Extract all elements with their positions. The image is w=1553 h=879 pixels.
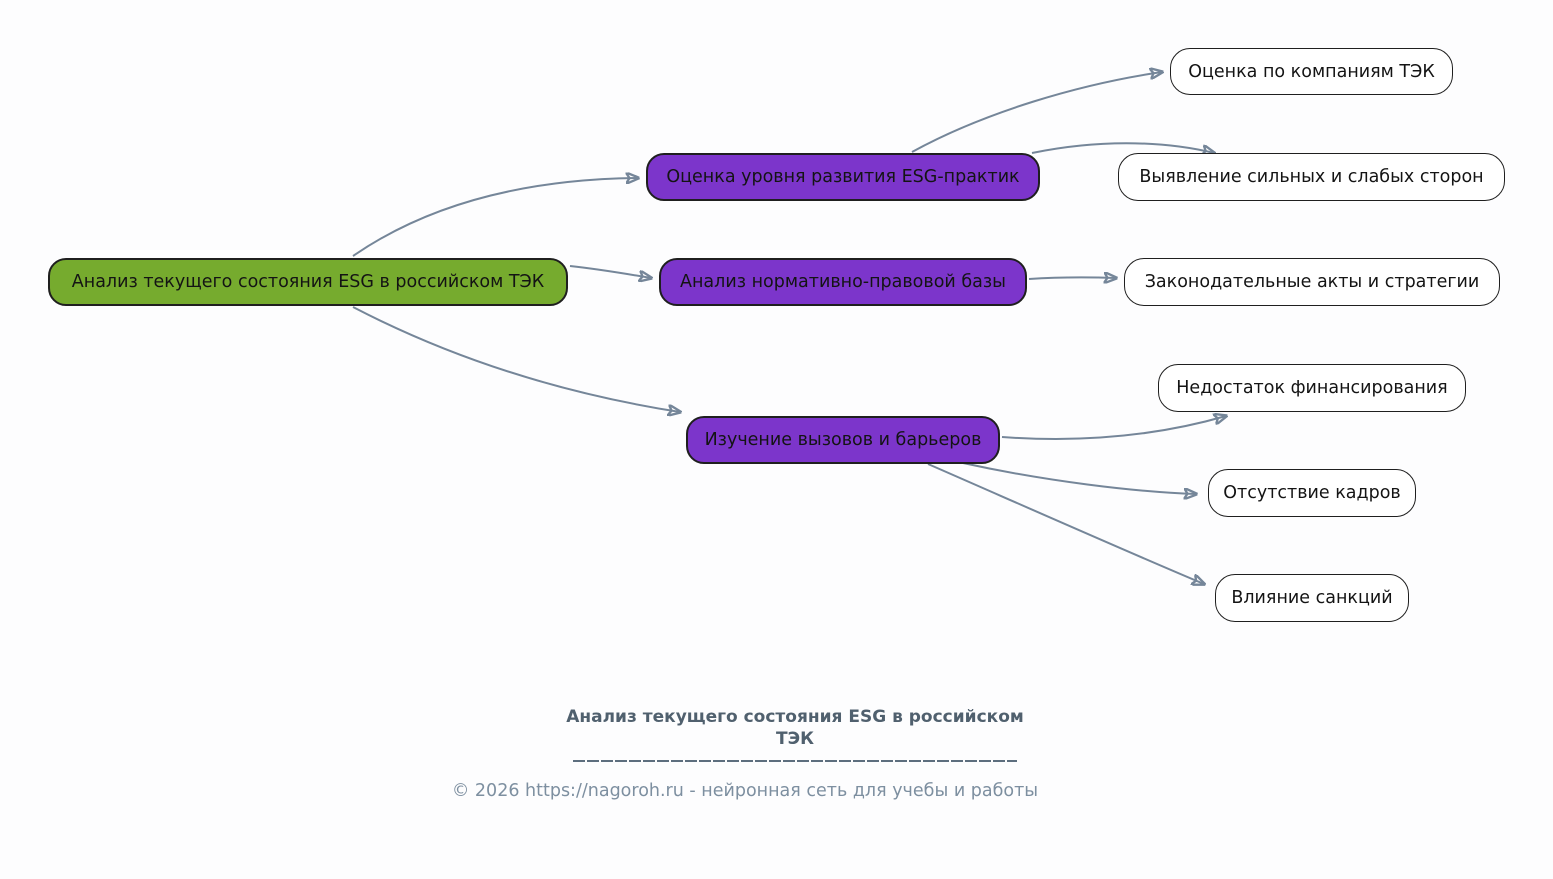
- edge-root-to-branch-esg-practices: [352, 178, 638, 257]
- leaf-legislative-acts-strategies: Законодательные акты и стратегии: [1124, 258, 1500, 306]
- leaf-funding-shortage: Недостаток финансирования: [1158, 364, 1466, 412]
- leaf-tek-companies-assessment: Оценка по компаниям ТЭК: [1170, 48, 1453, 95]
- edge-branch3-to-leaf-staff: [962, 462, 1196, 494]
- edge-branch3-to-leaf-sanctions: [927, 463, 1204, 584]
- footer-copyright: © 2026 https://nagoroh.ru - нейронная се…: [451, 781, 1039, 801]
- edge-branch1-to-leaf-companies: [911, 72, 1162, 153]
- edge-branch2-to-leaf-legislation: [1028, 277, 1116, 279]
- edge-branch1-to-leaf-strengths: [1031, 142, 1214, 153]
- footer-divider: [573, 760, 1017, 762]
- leaf-staff-shortage: Отсутствие кадров: [1208, 469, 1416, 517]
- branch-esg-practices-assessment: Оценка уровня развития ESG-практик: [646, 153, 1040, 201]
- edge-branch3-to-leaf-funding: [1001, 416, 1226, 440]
- leaf-strengths-weaknesses: Выявление сильных и слабых сторон: [1118, 153, 1505, 201]
- leaf-sanctions-impact: Влияние санкций: [1215, 574, 1409, 622]
- node-root: Анализ текущего состояния ESG в российск…: [48, 258, 568, 306]
- edge-root-to-branch-challenges: [352, 306, 680, 412]
- branch-challenges-barriers: Изучение вызовов и барьеров: [686, 416, 1000, 464]
- branch-regulatory-analysis: Анализ нормативно-правовой базы: [659, 258, 1027, 306]
- edge-root-to-branch-regulatory: [569, 265, 651, 278]
- footer-title: Анализ текущего состояния ESG в российск…: [566, 707, 1024, 750]
